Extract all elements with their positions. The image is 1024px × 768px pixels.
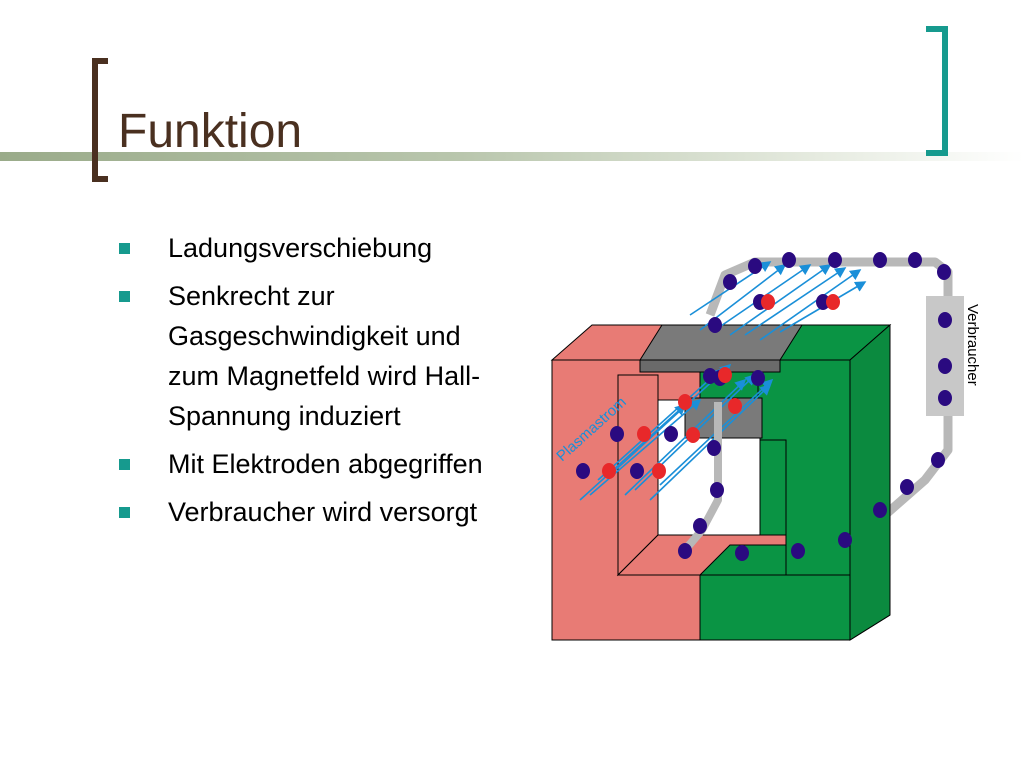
bullet-text: Ladungsverschiebung bbox=[168, 233, 433, 263]
load-label: Verbraucher bbox=[964, 304, 981, 386]
bullet-item: Senkrecht zur Gasgeschwindigkeit und zum… bbox=[118, 276, 518, 436]
bullet-text: Senkrecht zur Gasgeschwindigkeit und zum… bbox=[168, 281, 481, 431]
title-bracket-right bbox=[926, 26, 948, 156]
page-title: Funktion bbox=[118, 105, 303, 158]
bullet-square-icon bbox=[119, 507, 130, 518]
title-bracket-left bbox=[92, 58, 108, 182]
bullet-item: Ladungsverschiebung bbox=[118, 228, 518, 268]
bullet-square-icon bbox=[119, 291, 130, 302]
ions bbox=[602, 294, 840, 479]
electrode-top-front bbox=[639, 359, 781, 373]
magnet-green-front bbox=[699, 574, 851, 641]
bullet-square-icon bbox=[119, 459, 130, 470]
mhd-generator-diagram: Plasmastrom Verbraucher bbox=[550, 252, 981, 641]
electrode-top bbox=[639, 324, 803, 361]
bullet-text: Mit Elektroden abgegriffen bbox=[168, 449, 483, 479]
bullet-square-icon bbox=[119, 243, 130, 254]
bullet-text: Verbraucher wird versorgt bbox=[168, 497, 478, 527]
bullet-item: Mit Elektroden abgegriffen bbox=[118, 444, 518, 484]
bullet-item: Verbraucher wird versorgt bbox=[118, 492, 518, 532]
magnet-green-side bbox=[849, 323, 891, 641]
bullet-list: Ladungsverschiebung Senkrecht zur Gasges… bbox=[118, 228, 518, 540]
title-rule bbox=[0, 152, 1024, 161]
